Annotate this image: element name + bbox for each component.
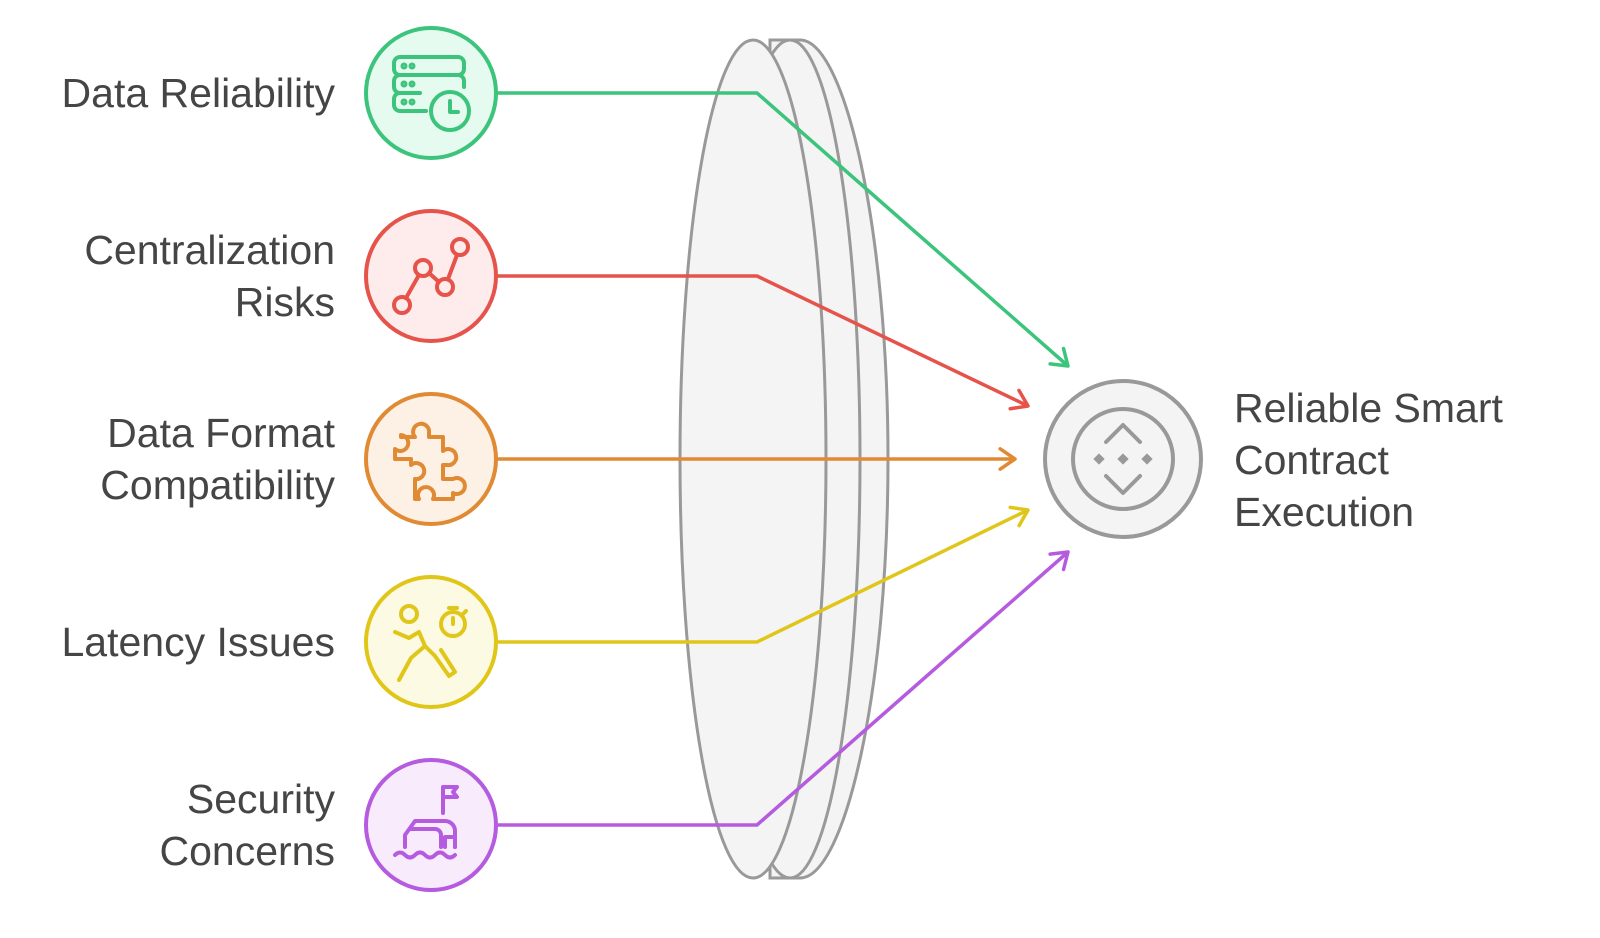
input-label: Data Reliability	[62, 70, 336, 116]
connector-arrow-3	[497, 447, 1017, 471]
input-node-4: Latency Issues	[62, 575, 498, 709]
server-clock-icon	[392, 55, 471, 132]
connector-arrow-1	[497, 91, 1070, 368]
puzzle-icon	[393, 421, 467, 501]
connector-arrow-4	[497, 505, 1030, 644]
line-chart-icon	[392, 237, 470, 315]
running-stopwatch-icon	[393, 604, 468, 682]
flag-base-icon	[393, 785, 459, 860]
diamond-dots-icon	[1093, 423, 1153, 495]
connector-arrow-5	[497, 550, 1070, 827]
connector-arrow-2	[497, 274, 1030, 411]
input-label: Latency Issues	[62, 619, 336, 665]
input-node-1: Data Reliability	[62, 26, 498, 160]
